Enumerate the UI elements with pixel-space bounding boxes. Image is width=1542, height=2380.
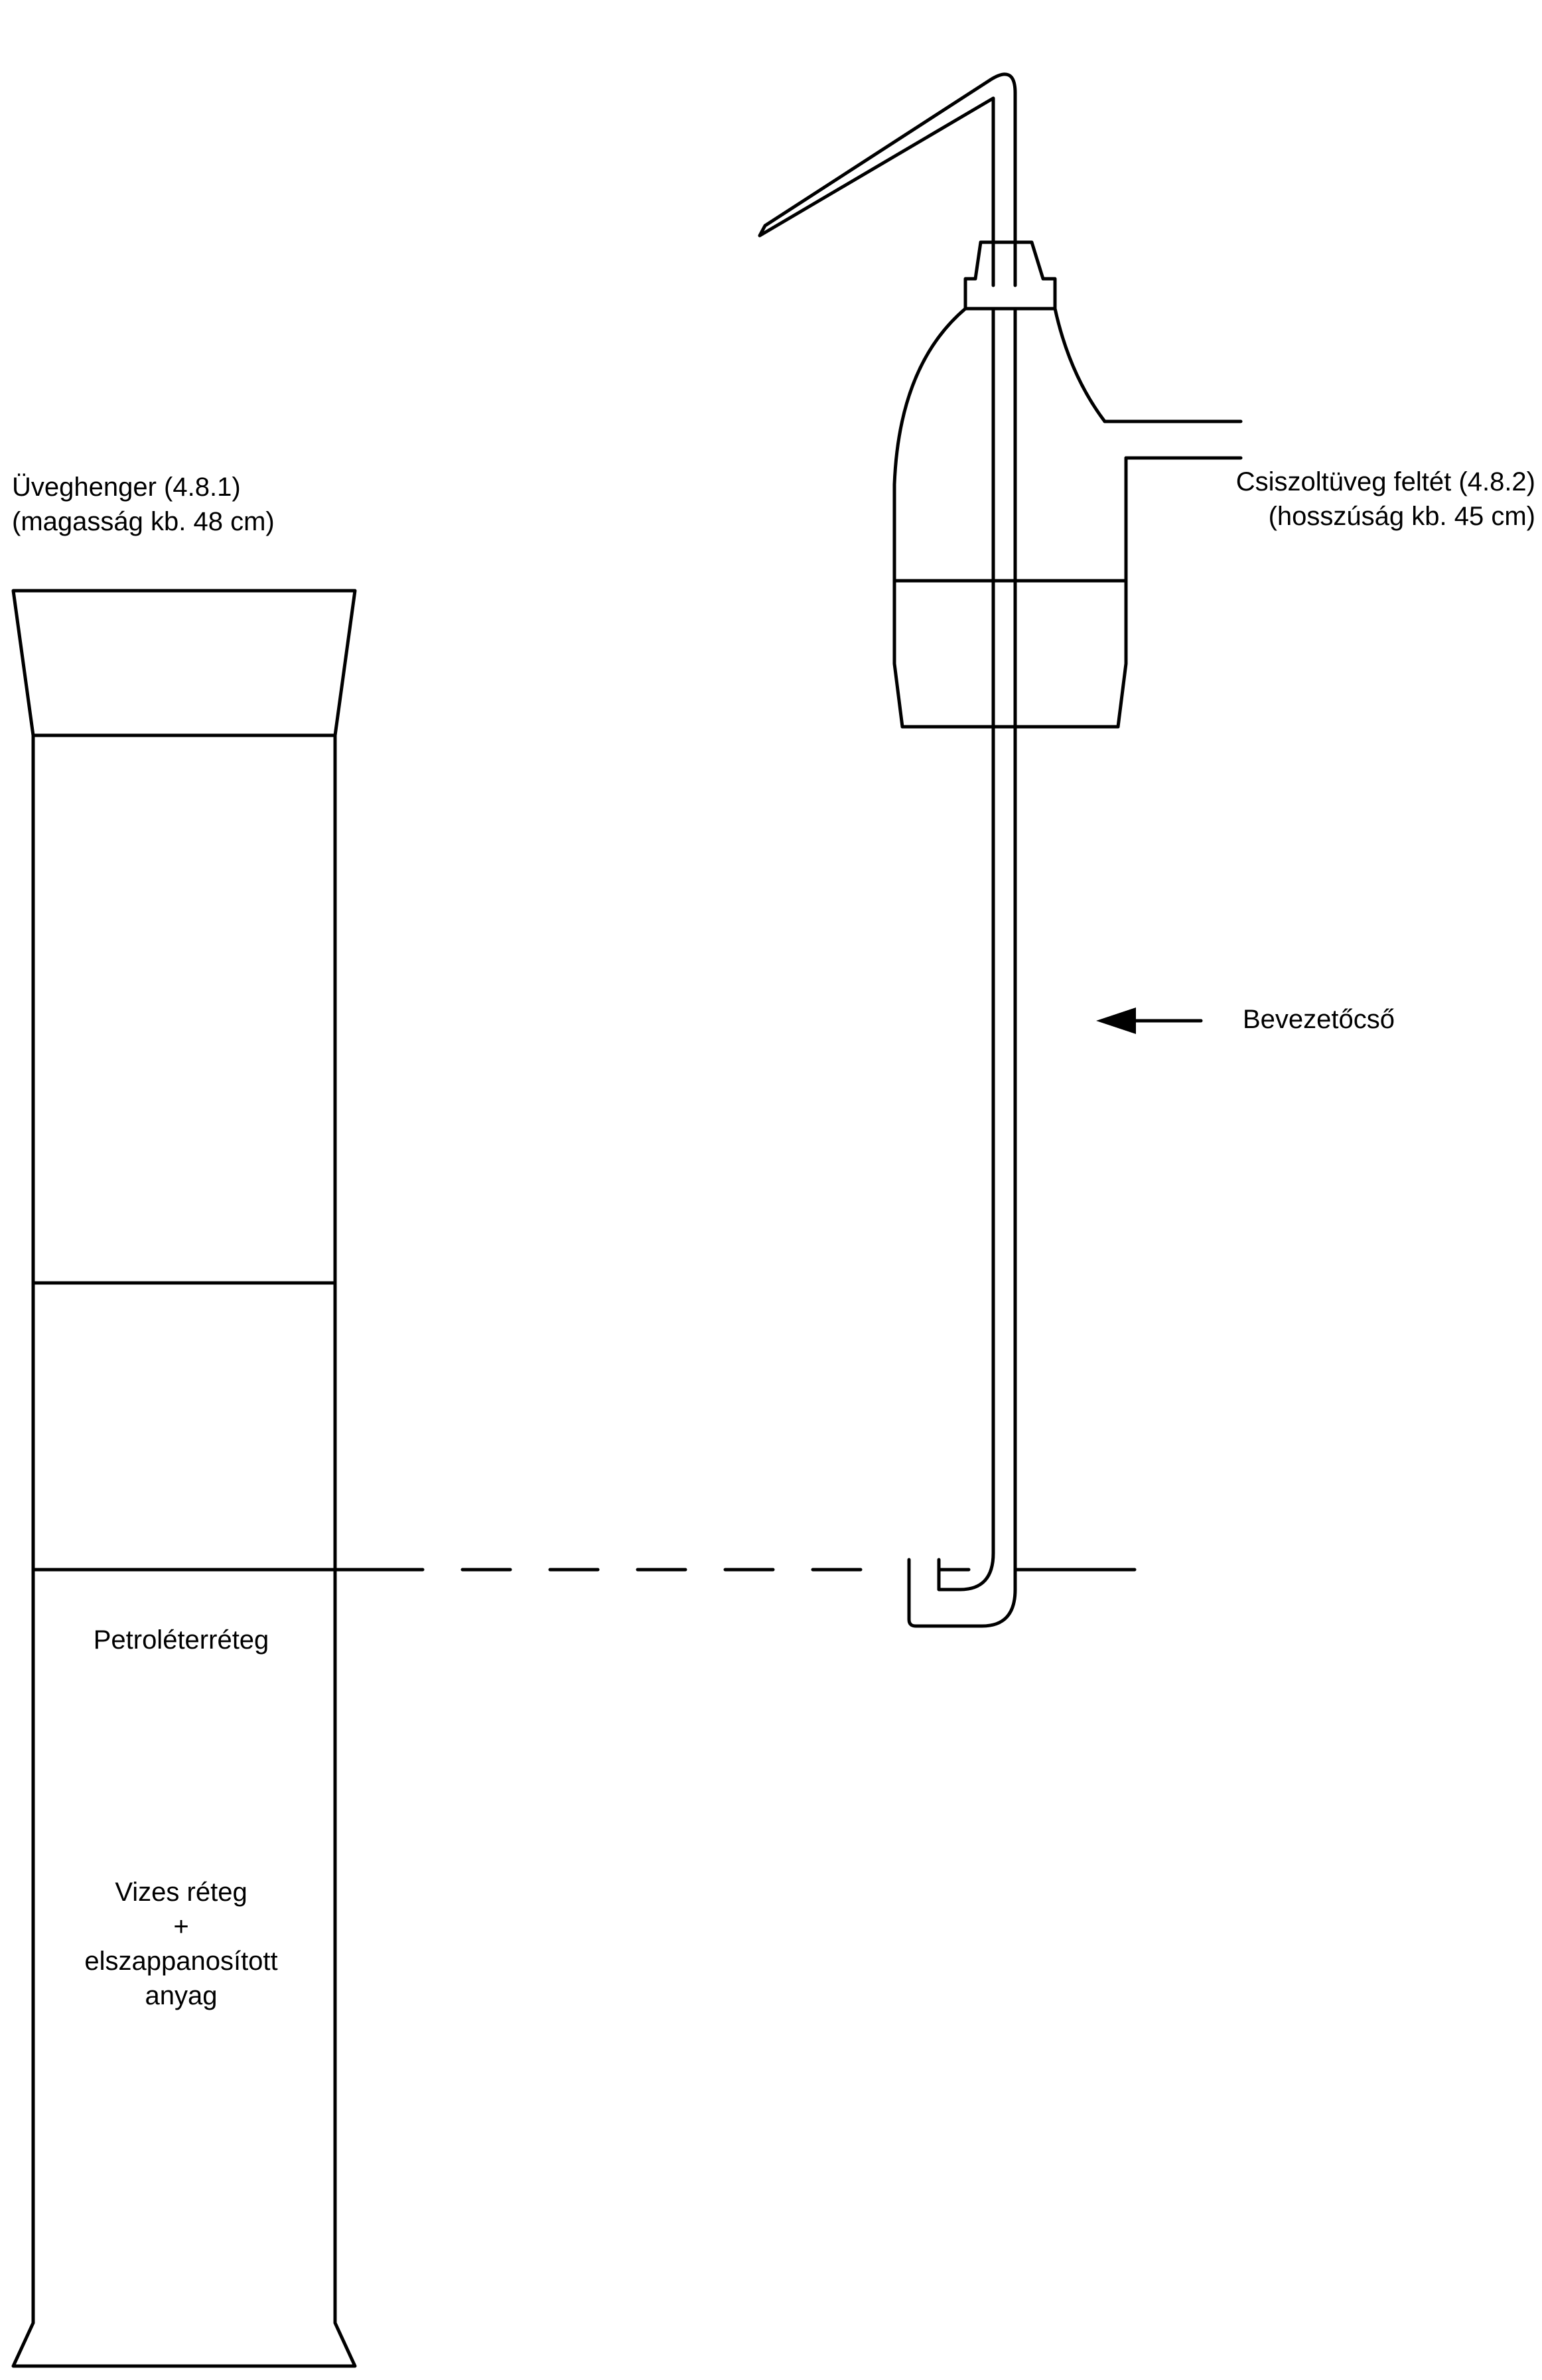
attachment-label-line-2: (hosszúság kb. 45 cm) <box>1268 502 1535 531</box>
aqueous-layer-label-line-3: elszappanosított <box>84 1947 278 1976</box>
cylinder-label-line-1: Üveghenger (4.8.1) <box>12 473 241 502</box>
ground-glass-attachment <box>758 72 1243 1628</box>
attachment-label-line-1: Csiszoltüveg feltét (4.8.2) <box>1235 467 1535 496</box>
aqueous-layer-label: Vizes réteg + elszappanosított anyag <box>27 1875 336 2013</box>
petroleum-ether-layer-label: Petroléterréteg <box>93 1625 269 1655</box>
attachment-stopper <box>963 240 1057 311</box>
inlet-tube-label: Bevezetőcső <box>1243 1005 1395 1034</box>
glass-cylinder <box>11 589 377 2368</box>
left-arrow-icon <box>1096 1007 1203 1034</box>
aqueous-layer-label-line-1: Vizes réteg <box>115 1878 247 1907</box>
cylinder-rim <box>11 589 357 737</box>
delivery-spout <box>758 72 1017 287</box>
cylinder-body <box>11 733 357 2368</box>
cylinder-label-line-2: (magasság kb. 48 cm) <box>12 507 275 536</box>
aqueous-layer-label-line-2: + <box>173 1912 189 1941</box>
aqueous-layer-label-line-4: anyag <box>145 1981 218 2010</box>
side-arm <box>1103 419 1243 460</box>
attachment-bulb <box>892 307 1128 729</box>
cylinder-label: Üveghenger (4.8.1) (magasság kb. 48 cm) <box>12 470 275 539</box>
inlet-tube <box>907 307 1017 1628</box>
attachment-label: Csiszoltüveg feltét (4.8.2) (hosszúság k… <box>1236 465 1535 534</box>
